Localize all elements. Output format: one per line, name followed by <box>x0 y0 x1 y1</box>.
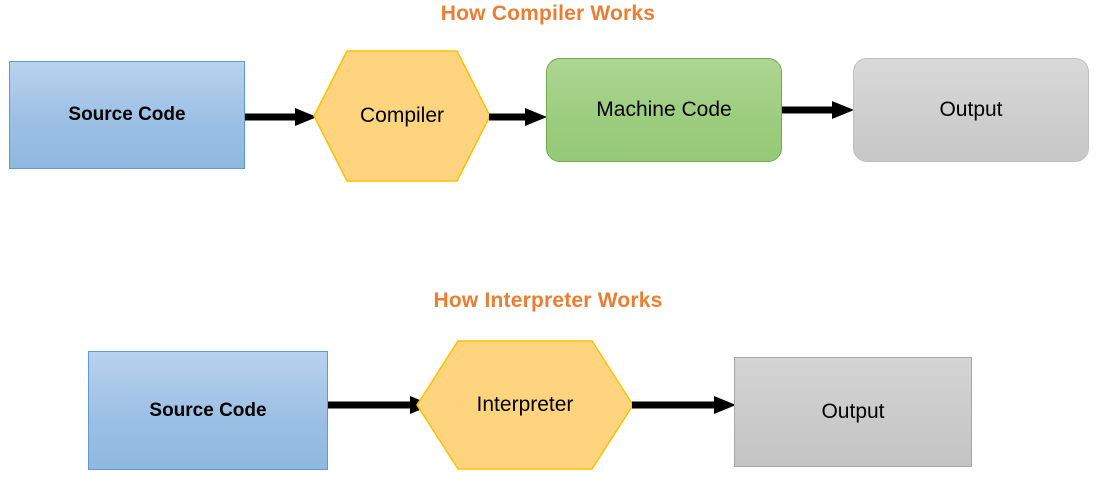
node-compiler-output[interactable]: Output <box>853 58 1089 162</box>
node-label-interpreter-source-code: Source Code <box>149 399 267 421</box>
node-interpreter-process[interactable]: Interpreter <box>416 340 634 500</box>
node-interpreter-source-code[interactable]: Source Code <box>88 351 328 470</box>
edge-compiler-to-machine <box>489 107 547 127</box>
edge-source-to-compiler <box>245 107 317 127</box>
node-compiler-machine-code[interactable]: Machine Code <box>546 58 782 162</box>
node-label-compiler-process: Compiler <box>359 104 445 127</box>
interpreter-diagram-title: How Interpreter Works <box>433 289 663 312</box>
node-label-interpreter-process: Interpreter <box>476 393 574 416</box>
compiler-diagram-title: How Compiler Works <box>440 2 656 25</box>
edge-interpreter-to-output <box>632 395 736 415</box>
node-interpreter-output[interactable]: Output <box>734 357 972 467</box>
diagram-canvas: How Compiler Works Source Code Compiler … <box>9 2 1089 470</box>
edge-machine-to-output <box>782 100 854 120</box>
node-label-interpreter-output: Output <box>821 399 885 423</box>
node-label-compiler-output: Output <box>939 97 1003 121</box>
node-label-compiler-machine-code: Machine Code <box>596 97 732 121</box>
node-label-compiler-source-code: Source Code <box>68 104 186 126</box>
node-compiler-source-code[interactable]: Source Code <box>9 61 245 169</box>
node-compiler-process[interactable]: Compiler <box>313 50 491 182</box>
